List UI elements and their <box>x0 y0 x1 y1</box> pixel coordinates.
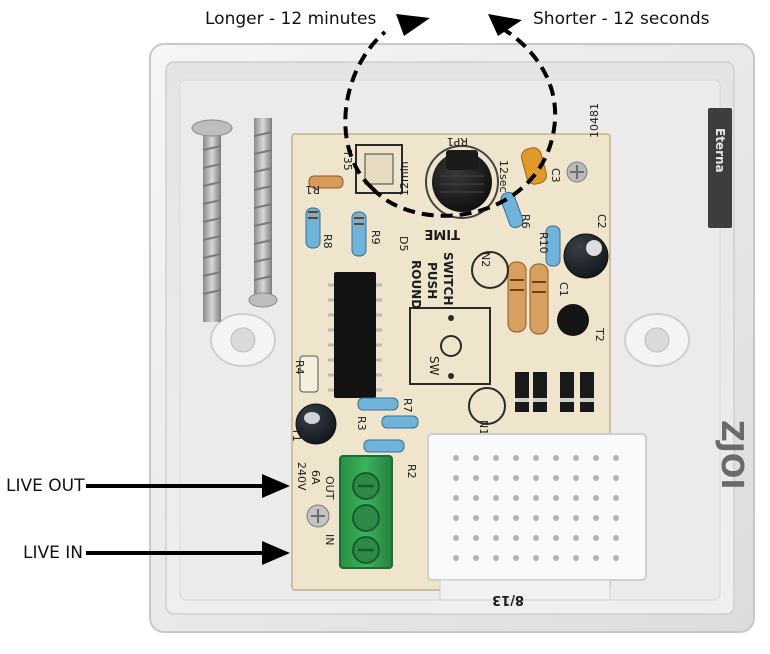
switch-ref-label: SW <box>427 356 441 376</box>
arrowhead-longer <box>396 14 430 36</box>
svg-text:Eterna: Eterna <box>713 128 727 173</box>
component-ref-labels: R1 R8 R9 T35 D5 R6 R10 C3 C2 C1 T2 N2 N1… <box>290 103 608 479</box>
svg-text:C2: C2 <box>595 214 608 229</box>
svg-text:R6: R6 <box>519 214 532 229</box>
switch-label-push: PUSH <box>425 262 439 299</box>
svg-text:C3: C3 <box>549 168 562 183</box>
screw-right <box>248 118 278 308</box>
screw-left <box>191 119 233 322</box>
resistors <box>299 175 561 453</box>
relay-strip-text: 8/13 <box>492 592 524 607</box>
part-number: 10481 <box>588 103 601 138</box>
case-marking: ZJOI <box>714 420 749 490</box>
rotation-arc <box>343 14 558 218</box>
terminal-screw-in <box>352 536 380 564</box>
power-rating-labels: 240V 6A OUT IN <box>295 462 336 545</box>
svg-text:R2: R2 <box>405 464 418 479</box>
arrowhead-shorter <box>488 14 522 36</box>
capacitors <box>295 147 609 445</box>
svg-text:240V: 240V <box>295 462 308 491</box>
relay: 8/13 <box>427 433 647 607</box>
svg-text:C1: C1 <box>557 282 570 297</box>
svg-text:R9: R9 <box>369 230 382 245</box>
svg-text:R1: R1 <box>305 183 320 196</box>
svg-text:R7: R7 <box>401 398 414 413</box>
svg-text:R8: R8 <box>321 234 334 249</box>
left-mount-lug <box>210 313 276 367</box>
svg-text:T35: T35 <box>341 149 354 171</box>
live-in-label: LIVE IN <box>23 543 83 563</box>
switch-label-switch: SWITCH <box>441 252 455 305</box>
svg-text:D5: D5 <box>397 236 410 251</box>
pot-time-label: TIME <box>424 226 460 241</box>
svg-text:R10: R10 <box>537 232 550 254</box>
svg-text:IN: IN <box>323 534 336 545</box>
terminal-screw-out <box>352 472 380 500</box>
transistors-diodes <box>468 161 594 425</box>
right-mount-lug <box>624 313 690 367</box>
svg-text:T2: T2 <box>593 327 606 342</box>
svg-text:T1: T1 <box>290 427 303 442</box>
switch-label-round: ROUND <box>409 260 423 309</box>
svg-text:R4: R4 <box>293 360 306 375</box>
live-out-arrow <box>86 474 290 498</box>
mounting-screws <box>191 118 278 322</box>
shorter-duration-caption: Shorter - 12 seconds <box>533 9 710 29</box>
pot-ref-label: RP1 <box>447 135 468 148</box>
svg-text:OUT: OUT <box>323 476 336 500</box>
pcb: RP1 12min 12sec TIME SW <box>290 103 647 607</box>
live-out-label: LIVE OUT <box>6 476 85 496</box>
terminal-block <box>339 455 393 569</box>
terminal-screw-mid <box>352 504 380 532</box>
svg-text:6A: 6A <box>309 470 322 485</box>
pot-min-label: 12min <box>398 161 411 196</box>
svg-text:R3: R3 <box>355 416 368 431</box>
longer-duration-caption: Longer - 12 minutes <box>205 9 377 29</box>
ic-chip <box>328 272 382 398</box>
relay-vent-holes <box>453 455 619 561</box>
live-in-arrow <box>86 541 290 565</box>
pot-max-label: 12sec <box>497 160 510 193</box>
svg-text:N2: N2 <box>479 252 492 267</box>
brand-label: Eterna <box>708 108 732 228</box>
svg-text:N1: N1 <box>477 420 490 435</box>
push-switch: SW ROUND PUSH SWITCH <box>409 252 491 385</box>
